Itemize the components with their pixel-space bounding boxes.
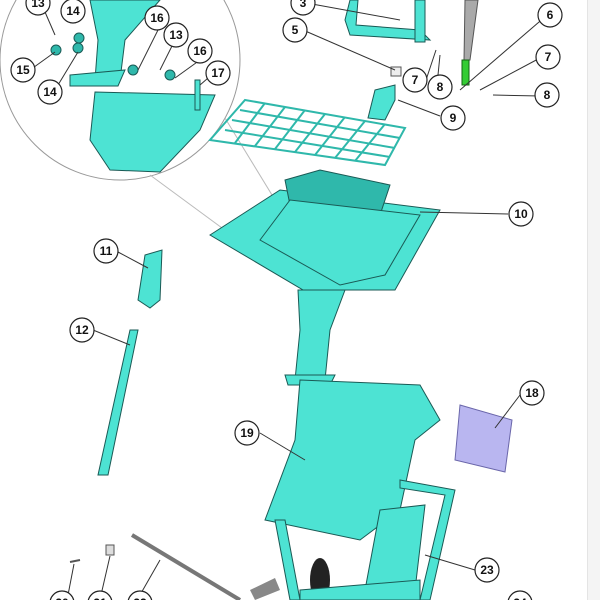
svg-text:14: 14 [43,85,57,99]
callout-14b: 14 [37,79,63,105]
sieve-grid [208,98,407,167]
detail-plate [89,91,216,173]
callout-22: 22 [127,590,153,600]
pin-20 [69,559,81,563]
callout-21: 21 [87,590,113,600]
callout-5: 5 [282,17,308,43]
callout-8a: 8 [427,74,453,100]
svg-text:17: 17 [211,66,225,80]
callout-13a: 13 [25,0,51,16]
callout-17: 17 [205,60,231,86]
detail-washer-14 [72,42,84,54]
callout-19: 19 [234,420,260,446]
detail-washer-14b [73,32,85,44]
svg-text:16: 16 [193,44,207,58]
detail-view [0,0,331,301]
bar-12 [97,329,139,476]
svg-text:5: 5 [292,23,299,37]
callout-11: 11 [93,238,119,264]
svg-text:9: 9 [450,111,457,125]
callout-16b: 16 [187,38,213,64]
callout-20: 20 [49,590,75,600]
svg-text:23: 23 [480,563,494,577]
callout-16a: 16 [144,5,170,31]
svg-text:13: 13 [169,28,183,42]
svg-text:18: 18 [525,386,539,400]
hook-9 [367,84,396,121]
cart-frame [274,479,456,600]
svg-text:14: 14 [66,4,80,18]
svg-text:12: 12 [75,323,89,337]
bracket-frame [344,0,432,41]
callout-23: 23 [474,557,500,583]
callout-3: 3 [290,0,316,16]
svg-text:19: 19 [240,426,254,440]
bracket-post [414,0,426,43]
callout-7b: 7 [535,44,561,70]
lever-handle [463,0,479,61]
lever-grip [461,59,470,86]
tube [250,578,280,600]
callout-14a: 14 [60,0,86,24]
detail-washer-16 [127,64,139,76]
svg-text:7: 7 [412,73,419,87]
svg-text:8: 8 [437,80,444,94]
svg-text:10: 10 [514,207,528,221]
callout-10: 10 [508,201,534,227]
callout-13b: 13 [163,22,189,48]
callout-9: 9 [440,105,466,131]
leader-lines [29,3,547,596]
svg-text:15: 15 [16,63,30,77]
svg-text:3: 3 [300,0,307,10]
detail-flange [69,69,126,87]
detail-pin-17 [194,79,201,111]
axle-22 [130,533,242,600]
callout-7a: 7 [402,67,428,93]
plate-18 [454,404,513,473]
page-scrollbar-edge [587,0,600,600]
hopper [209,169,441,386]
scraper-11 [137,249,163,309]
svg-text:24: 24 [513,596,527,600]
svg-text:13: 13 [31,0,45,10]
bushing-5 [390,66,402,77]
callout-15: 15 [10,57,36,83]
svg-text:16: 16 [150,11,164,25]
svg-text:7: 7 [545,50,552,64]
callout-6: 6 [537,2,563,28]
callout-12: 12 [69,317,95,343]
svg-text:21: 21 [93,596,107,600]
svg-text:22: 22 [133,596,147,600]
callout-24: 24 [507,590,533,600]
callout-8b: 8 [534,82,560,108]
svg-text:11: 11 [100,244,113,258]
detail-washer-16b [164,69,176,81]
svg-text:8: 8 [544,88,551,102]
clip-21 [105,544,115,556]
callout-18: 18 [519,380,545,406]
svg-text:20: 20 [55,596,69,600]
svg-text:6: 6 [547,8,554,22]
